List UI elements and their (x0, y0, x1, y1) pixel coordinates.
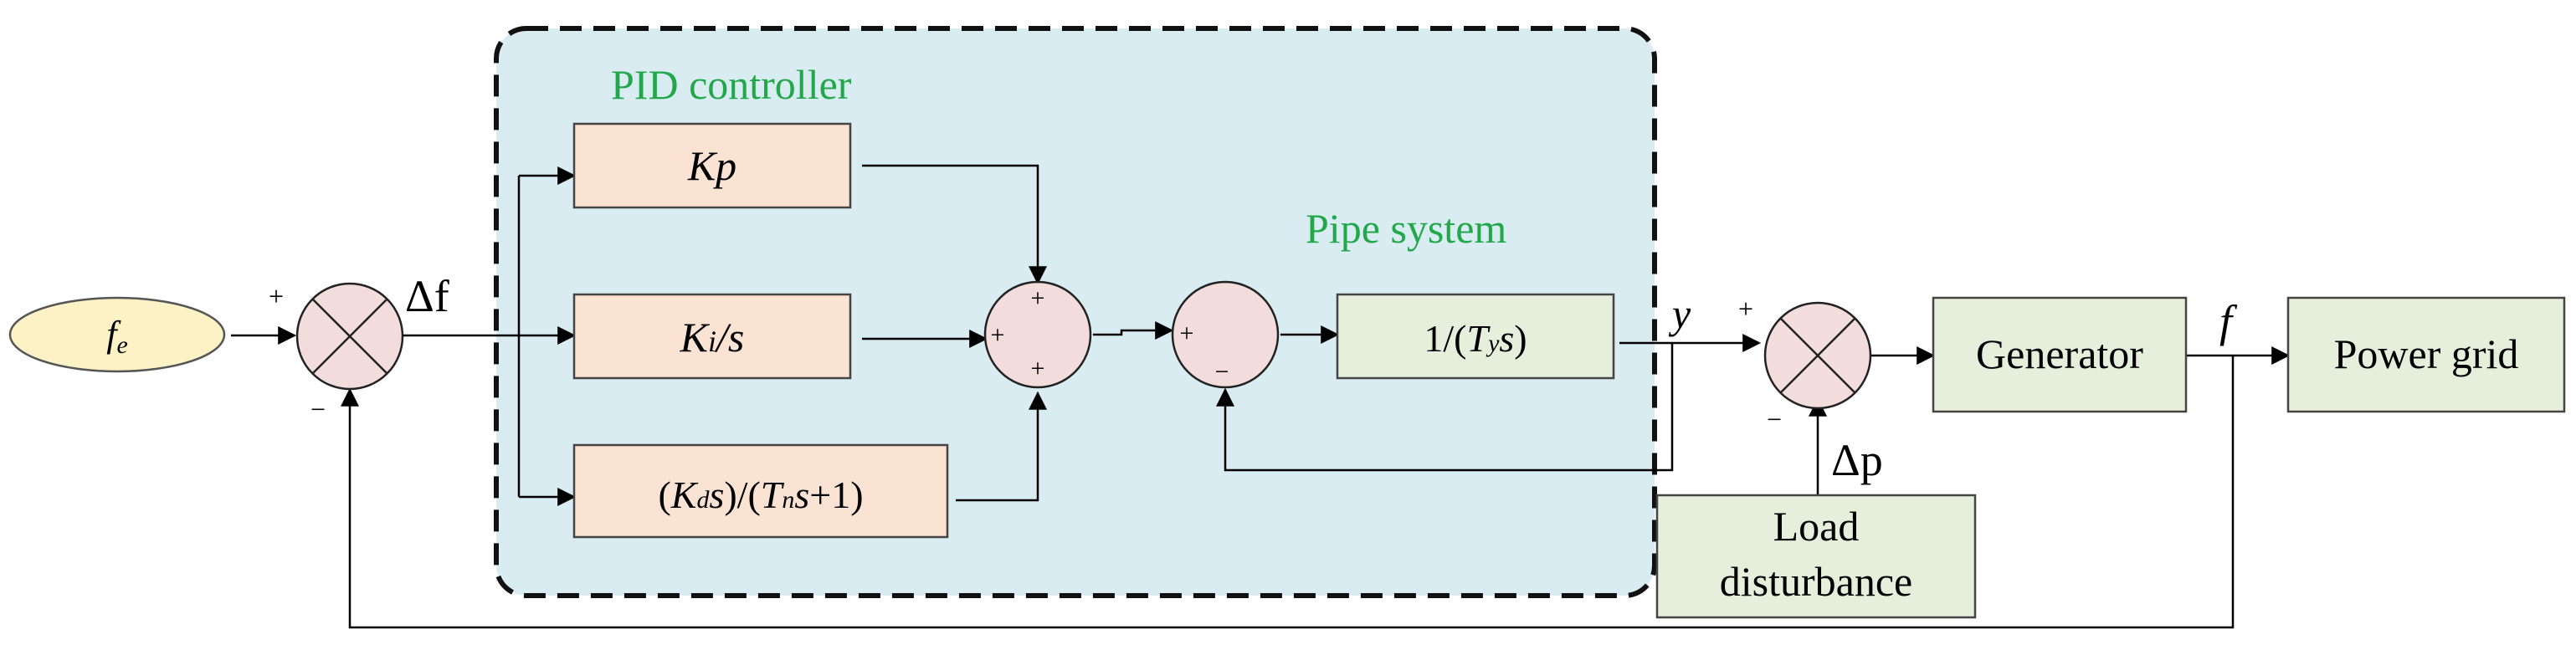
ty-label: 1/(Tys) (1424, 317, 1527, 360)
generator-label: Generator (1976, 330, 2143, 377)
pid-controller-label: PID controller (611, 61, 852, 108)
summer4-minus-sign: − (1767, 404, 1782, 434)
kp-block (572, 122, 852, 209)
summer4-plus-sign: + (1738, 294, 1753, 324)
kd-block (572, 443, 949, 539)
ki-block (572, 293, 852, 380)
power-grid-label: Power grid (2334, 330, 2519, 377)
signal-wires (231, 164, 2291, 629)
ki-label: Ki/s (680, 314, 745, 361)
summer3-minus-bottom: − (1215, 358, 1229, 386)
summing-junction-2 (983, 280, 1092, 389)
summing-junction-1 (295, 282, 404, 391)
kd-label: (Kds)/(Tns+1) (658, 473, 863, 516)
ty-block (1336, 293, 1615, 380)
summing-junction-3 (1171, 280, 1280, 389)
summer2-plus-left: + (991, 321, 1005, 349)
input-fe-node (8, 296, 226, 373)
summer2-plus-top: + (1031, 284, 1045, 312)
power-grid-block (2286, 296, 2566, 413)
kp-label: Kp (687, 142, 736, 189)
summer1-plus-sign: + (269, 281, 284, 311)
summer2-plus-bottom: + (1031, 355, 1045, 382)
generator-block (1932, 296, 2188, 413)
summer1-minus-sign: − (310, 394, 326, 424)
load-disturbance-block (1655, 494, 1977, 619)
f-output-label: f (2219, 296, 2238, 346)
summer3-plus-left: + (1180, 320, 1194, 347)
load-label-line1: Load (1773, 503, 1860, 550)
load-label-line2: disturbance (1720, 558, 1912, 605)
summing-junction-4 (1763, 301, 1872, 410)
pipe-system-label: Pipe system (1306, 205, 1506, 252)
y-label: y (1668, 290, 1691, 337)
delta-f-label: Δf (405, 271, 449, 321)
delta-p-label: Δp (1831, 435, 1883, 485)
